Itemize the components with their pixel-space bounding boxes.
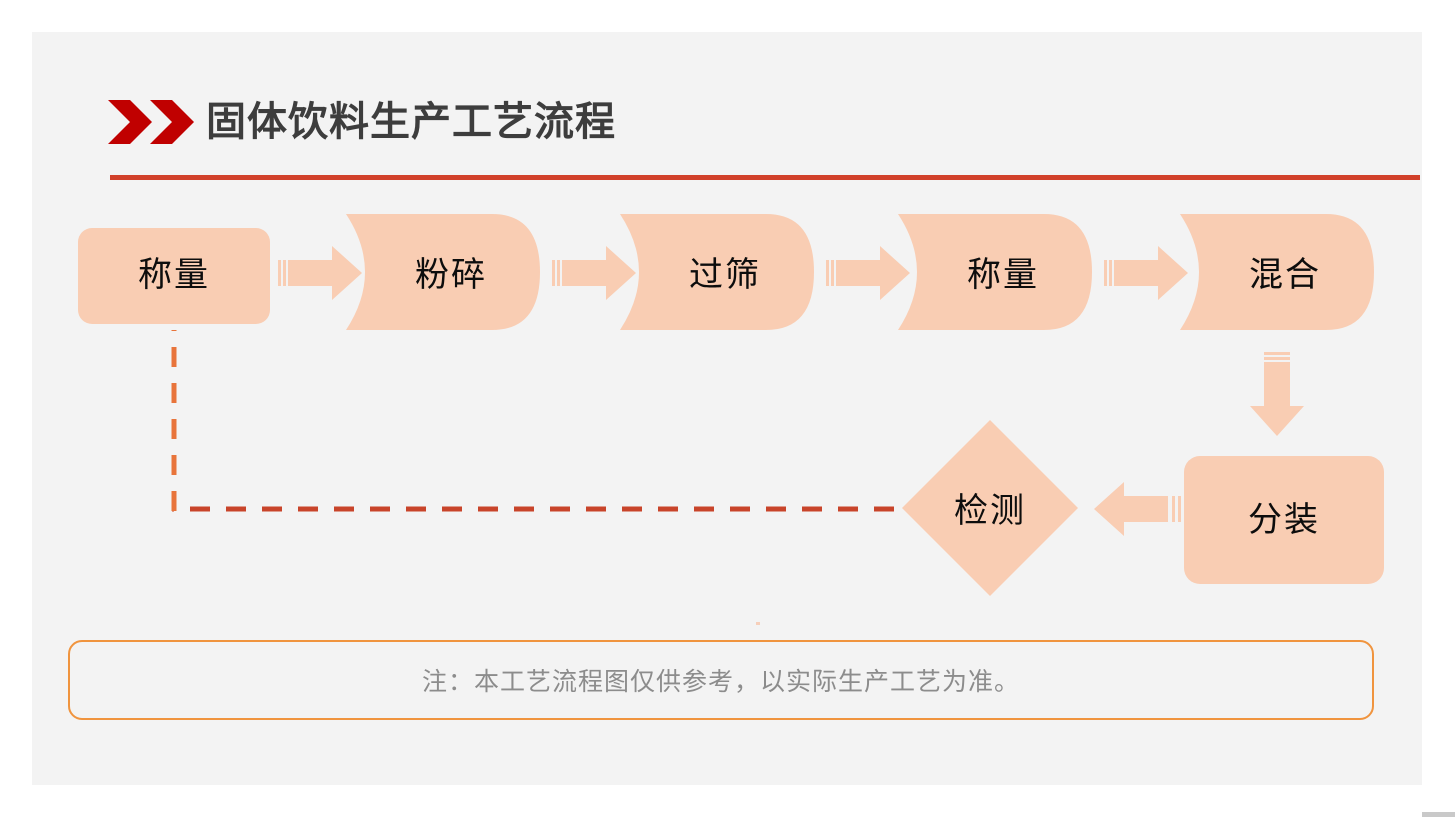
flow-arrow-weigh2-to-mix	[1104, 246, 1188, 300]
slide-panel: 固体饮料生产工艺流程	[32, 32, 1422, 785]
flow-node-label-mix: 混合	[1249, 256, 1321, 294]
flow-node-label-weigh-2: 称量	[967, 256, 1039, 294]
flow-node-label-grind: 粉碎	[415, 256, 487, 294]
flow-node-label-sieve: 过筛	[689, 256, 761, 294]
flow-node-label-fill: 分装	[1248, 501, 1320, 539]
flow-arrow-weigh1-to-grind	[278, 246, 362, 300]
flow-node-grind[interactable]	[346, 214, 540, 330]
flow-arrow-grind-to-sieve	[552, 246, 636, 300]
flow-node-label-weigh-1: 称量	[138, 256, 210, 294]
page-title: 固体饮料生产工艺流程	[206, 100, 616, 144]
flow-node-weigh-2[interactable]	[898, 214, 1092, 330]
flow-node-fill[interactable]	[1184, 456, 1384, 584]
flow-node-mix[interactable]	[1180, 214, 1374, 330]
flow-node-sieve[interactable]	[620, 214, 814, 330]
flow-node-label-inspect: 检测	[954, 492, 1026, 530]
footer-note-box: 注：本工艺流程图仅供参考，以实际生产工艺为准。	[68, 640, 1374, 720]
double-chevron-right-icon	[108, 100, 196, 144]
slide-header: 固体饮料生产工艺流程	[78, 62, 1420, 182]
flow-node-inspect[interactable]	[902, 420, 1078, 596]
flow-arrow-fill-to-inspect	[1094, 482, 1181, 536]
flow-arrow-sieve-to-weigh2	[826, 246, 910, 300]
stray-artifact-dot	[756, 622, 760, 625]
process-flow-diagram: 称量 粉碎 过筛 称量 混合 检测 分装	[32, 32, 1422, 785]
window-edge-filler	[1422, 32, 1427, 820]
flow-arrow-mix-to-fill	[1250, 352, 1304, 436]
title-underline-rule	[110, 175, 1420, 180]
footer-note-text: 注：本工艺流程图仅供参考，以实际生产工艺为准。	[421, 668, 1020, 696]
horizontal-scrollbar[interactable]	[1422, 812, 1455, 817]
flow-node-weigh-1[interactable]	[78, 228, 270, 324]
